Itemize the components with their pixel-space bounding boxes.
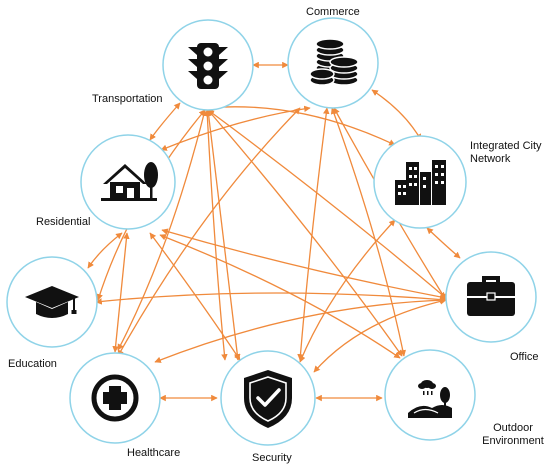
edge-commerce-integrated <box>371 89 422 141</box>
label-security: Security <box>252 452 292 464</box>
city-buildings-icon <box>395 160 446 205</box>
label-transportation: Transportation <box>92 93 163 105</box>
edge-integrated-office <box>426 227 461 259</box>
house-icon <box>101 162 158 201</box>
edge-commerce-residential <box>160 105 311 151</box>
coins-icon <box>309 38 359 86</box>
connection-arrows <box>87 61 461 402</box>
label-commerce: Commerce <box>306 6 360 18</box>
label-office: Office <box>510 351 539 363</box>
edge-commerce-security <box>297 107 330 361</box>
edge-residential-healthcare <box>112 232 130 353</box>
label-outdoor-environment: Outdoor Environment <box>482 422 544 447</box>
briefcase-icon <box>467 276 515 316</box>
edge-transportation-residential <box>149 102 181 141</box>
edge-office-healthcare <box>154 296 447 363</box>
label-integrated-city-network: Integrated City Network <box>470 140 542 165</box>
edge-transportation-security-2 <box>204 109 228 361</box>
edge-residential-office <box>161 228 447 301</box>
medical-cross-icon <box>91 374 139 422</box>
traffic-light-icon <box>188 43 228 89</box>
shield-check-icon <box>244 370 292 428</box>
edge-commerce-healthcare <box>117 107 301 357</box>
edge-education-office <box>95 292 447 305</box>
outdoor-landscape-icon <box>408 380 452 418</box>
edge-transportation-integrated <box>206 104 396 146</box>
label-education: Education <box>8 358 57 370</box>
label-residential: Residential <box>36 216 91 228</box>
edge-integrated-security <box>299 219 396 363</box>
edge-transportation-security <box>205 109 241 361</box>
node-outdoor <box>384 349 476 441</box>
label-healthcare: Healthcare <box>127 447 181 459</box>
graduation-cap-icon <box>25 286 79 318</box>
